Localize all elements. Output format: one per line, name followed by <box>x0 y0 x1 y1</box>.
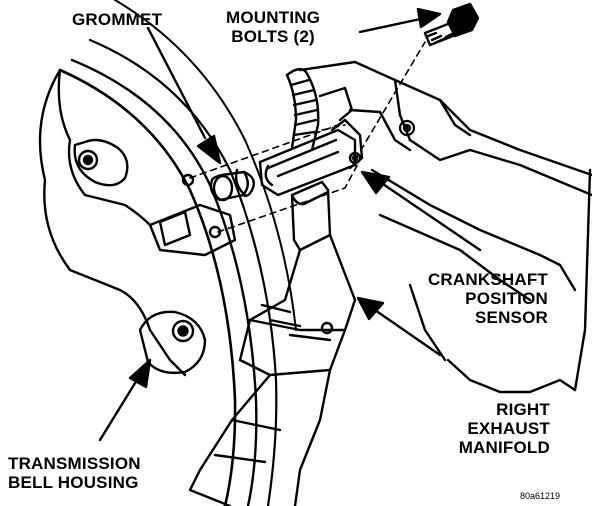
exhaust-manifold <box>188 180 357 506</box>
crankshaft-sensor-label: CRANKSHAFT POSITION SENSOR <box>420 270 548 327</box>
bell-housing-label-line2: BELL HOUSING <box>8 473 139 492</box>
mounting-bolts-label-line1: MOUNTING <box>226 8 321 27</box>
grommet <box>209 168 255 202</box>
crankshaft-sensor-label-line1: CRANKSHAFT <box>427 270 548 289</box>
mounting-bolt <box>423 2 480 47</box>
exhaust-manifold-label-line1: RIGHT <box>496 400 550 419</box>
crankshaft-position-sensor <box>258 67 364 197</box>
exhaust-manifold-label-line3: MANIFOLD <box>458 438 550 457</box>
sensor-mounting-tab <box>148 203 237 257</box>
grommet-label: GROMMET <box>72 10 162 29</box>
exhaust-manifold-label-line2: EXHAUST <box>467 419 550 438</box>
engine-block <box>298 60 592 394</box>
bell-housing-label: TRANSMISSION BELL HOUSING <box>8 454 141 492</box>
crankshaft-sensor-label-line3: SENSOR <box>475 308 548 327</box>
figure-code: 80a61219 <box>520 491 561 501</box>
mounting-bolts-label-line2: BOLTS (2) <box>231 27 315 46</box>
exhaust-manifold-label: RIGHT EXHAUST MANIFOLD <box>440 400 550 457</box>
grommet-label-text: GROMMET <box>72 10 163 29</box>
bell-housing-label-line1: TRANSMISSION <box>8 454 141 473</box>
leader-arrows <box>98 7 482 442</box>
bell-housing <box>38 0 297 506</box>
mounting-bolts-label: MOUNTING BOLTS (2) <box>226 8 320 46</box>
crankshaft-sensor-label-line2: POSITION <box>465 289 548 308</box>
